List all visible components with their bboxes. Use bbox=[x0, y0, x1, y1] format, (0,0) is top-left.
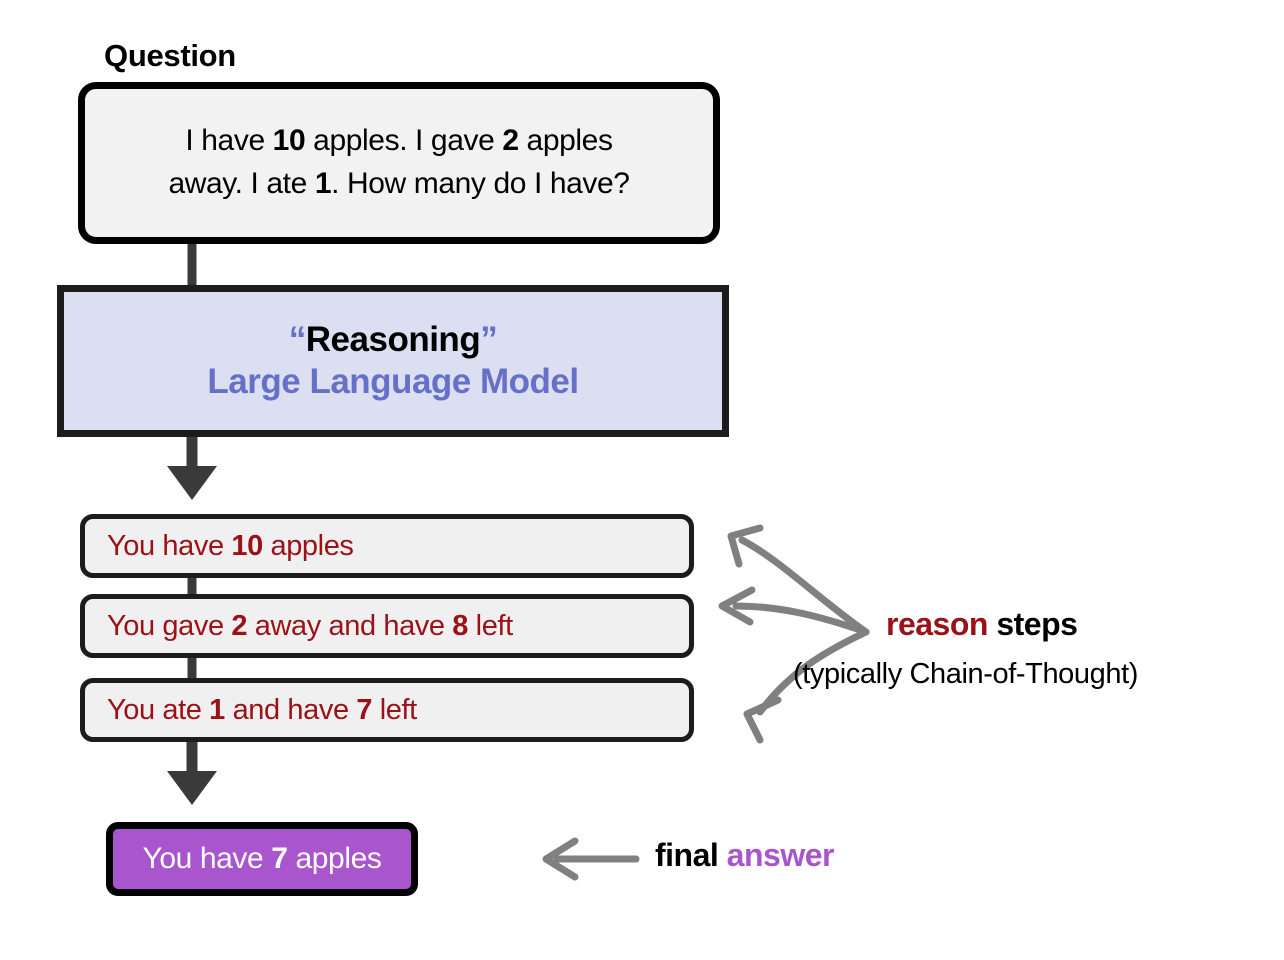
step3-mid: and have bbox=[224, 693, 357, 726]
question-number-10: 10 bbox=[272, 124, 306, 158]
step2-pre: You gave bbox=[107, 609, 232, 642]
question-text: I have 10 apples. I gave 2 apples away. I… bbox=[142, 120, 655, 205]
callout-arrows-reason-steps bbox=[718, 524, 870, 744]
quote-close: ” bbox=[480, 319, 498, 359]
question-line2-a: away. I ate bbox=[168, 167, 315, 200]
question-number-2: 2 bbox=[502, 124, 519, 158]
step1-post: apples bbox=[262, 529, 354, 562]
reason-step-box-1: You have 10 apples bbox=[80, 514, 694, 578]
quote-open: “ bbox=[288, 319, 307, 359]
step2-post: left bbox=[468, 609, 513, 642]
page-title: Question bbox=[104, 38, 236, 73]
answer-post: apples bbox=[287, 842, 382, 875]
annotation-word-steps: steps bbox=[987, 606, 1078, 642]
reason-step-box-2: You gave 2 away and have 8 left bbox=[80, 594, 694, 658]
model-title: “Reasoning” bbox=[288, 319, 498, 360]
step3-number-2: 7 bbox=[356, 693, 373, 726]
step3-pre: You ate bbox=[107, 693, 210, 726]
answer-number: 7 bbox=[271, 842, 288, 875]
step1-number: 10 bbox=[231, 529, 263, 562]
question-line1-a: I have bbox=[185, 124, 273, 158]
answer-pre: You have bbox=[142, 842, 272, 875]
callout-arrow-final-answer bbox=[542, 837, 640, 881]
model-subtitle: Large Language Model bbox=[207, 362, 579, 401]
question-number-1: 1 bbox=[314, 167, 332, 200]
arrow-steps-to-answer bbox=[167, 742, 217, 805]
reason-step-text-1: You have 10 apples bbox=[107, 530, 354, 563]
reason-step-box-3: You ate 1 and have 7 left bbox=[80, 678, 694, 742]
reasoning-model-box: “Reasoning” Large Language Model bbox=[57, 285, 729, 437]
annotation-chain-of-thought: (typically Chain-of-Thought) bbox=[793, 658, 1138, 690]
question-box: I have 10 apples. I gave 2 apples away. I… bbox=[78, 82, 720, 244]
model-title-word: Reasoning bbox=[305, 319, 481, 359]
question-line1-b: apples. I gave bbox=[305, 124, 503, 158]
step2-number-2: 8 bbox=[452, 609, 469, 642]
step1-pre: You have bbox=[107, 529, 232, 562]
reason-step-text-3: You ate 1 and have 7 left bbox=[107, 694, 417, 727]
annotation-word-final: final bbox=[655, 837, 719, 873]
final-answer-box: You have 7 apples bbox=[106, 822, 418, 896]
annotation-word-reason: reason bbox=[886, 606, 988, 642]
final-answer-text: You have 7 apples bbox=[143, 842, 382, 876]
step2-number-1: 2 bbox=[231, 609, 248, 642]
annotation-reason-steps: reason steps bbox=[886, 606, 1078, 643]
question-line2-b: . How many do I have? bbox=[331, 167, 630, 200]
arrow-model-to-steps bbox=[167, 437, 217, 500]
step2-mid: away and have bbox=[247, 609, 453, 642]
annotation-word-answer: answer bbox=[718, 837, 835, 873]
reason-step-text-2: You gave 2 away and have 8 left bbox=[107, 610, 513, 643]
annotation-final-answer: final answer bbox=[655, 837, 834, 874]
step3-number-1: 1 bbox=[209, 693, 225, 726]
step3-post: left bbox=[372, 693, 417, 726]
question-line1-c: apples bbox=[518, 124, 613, 158]
